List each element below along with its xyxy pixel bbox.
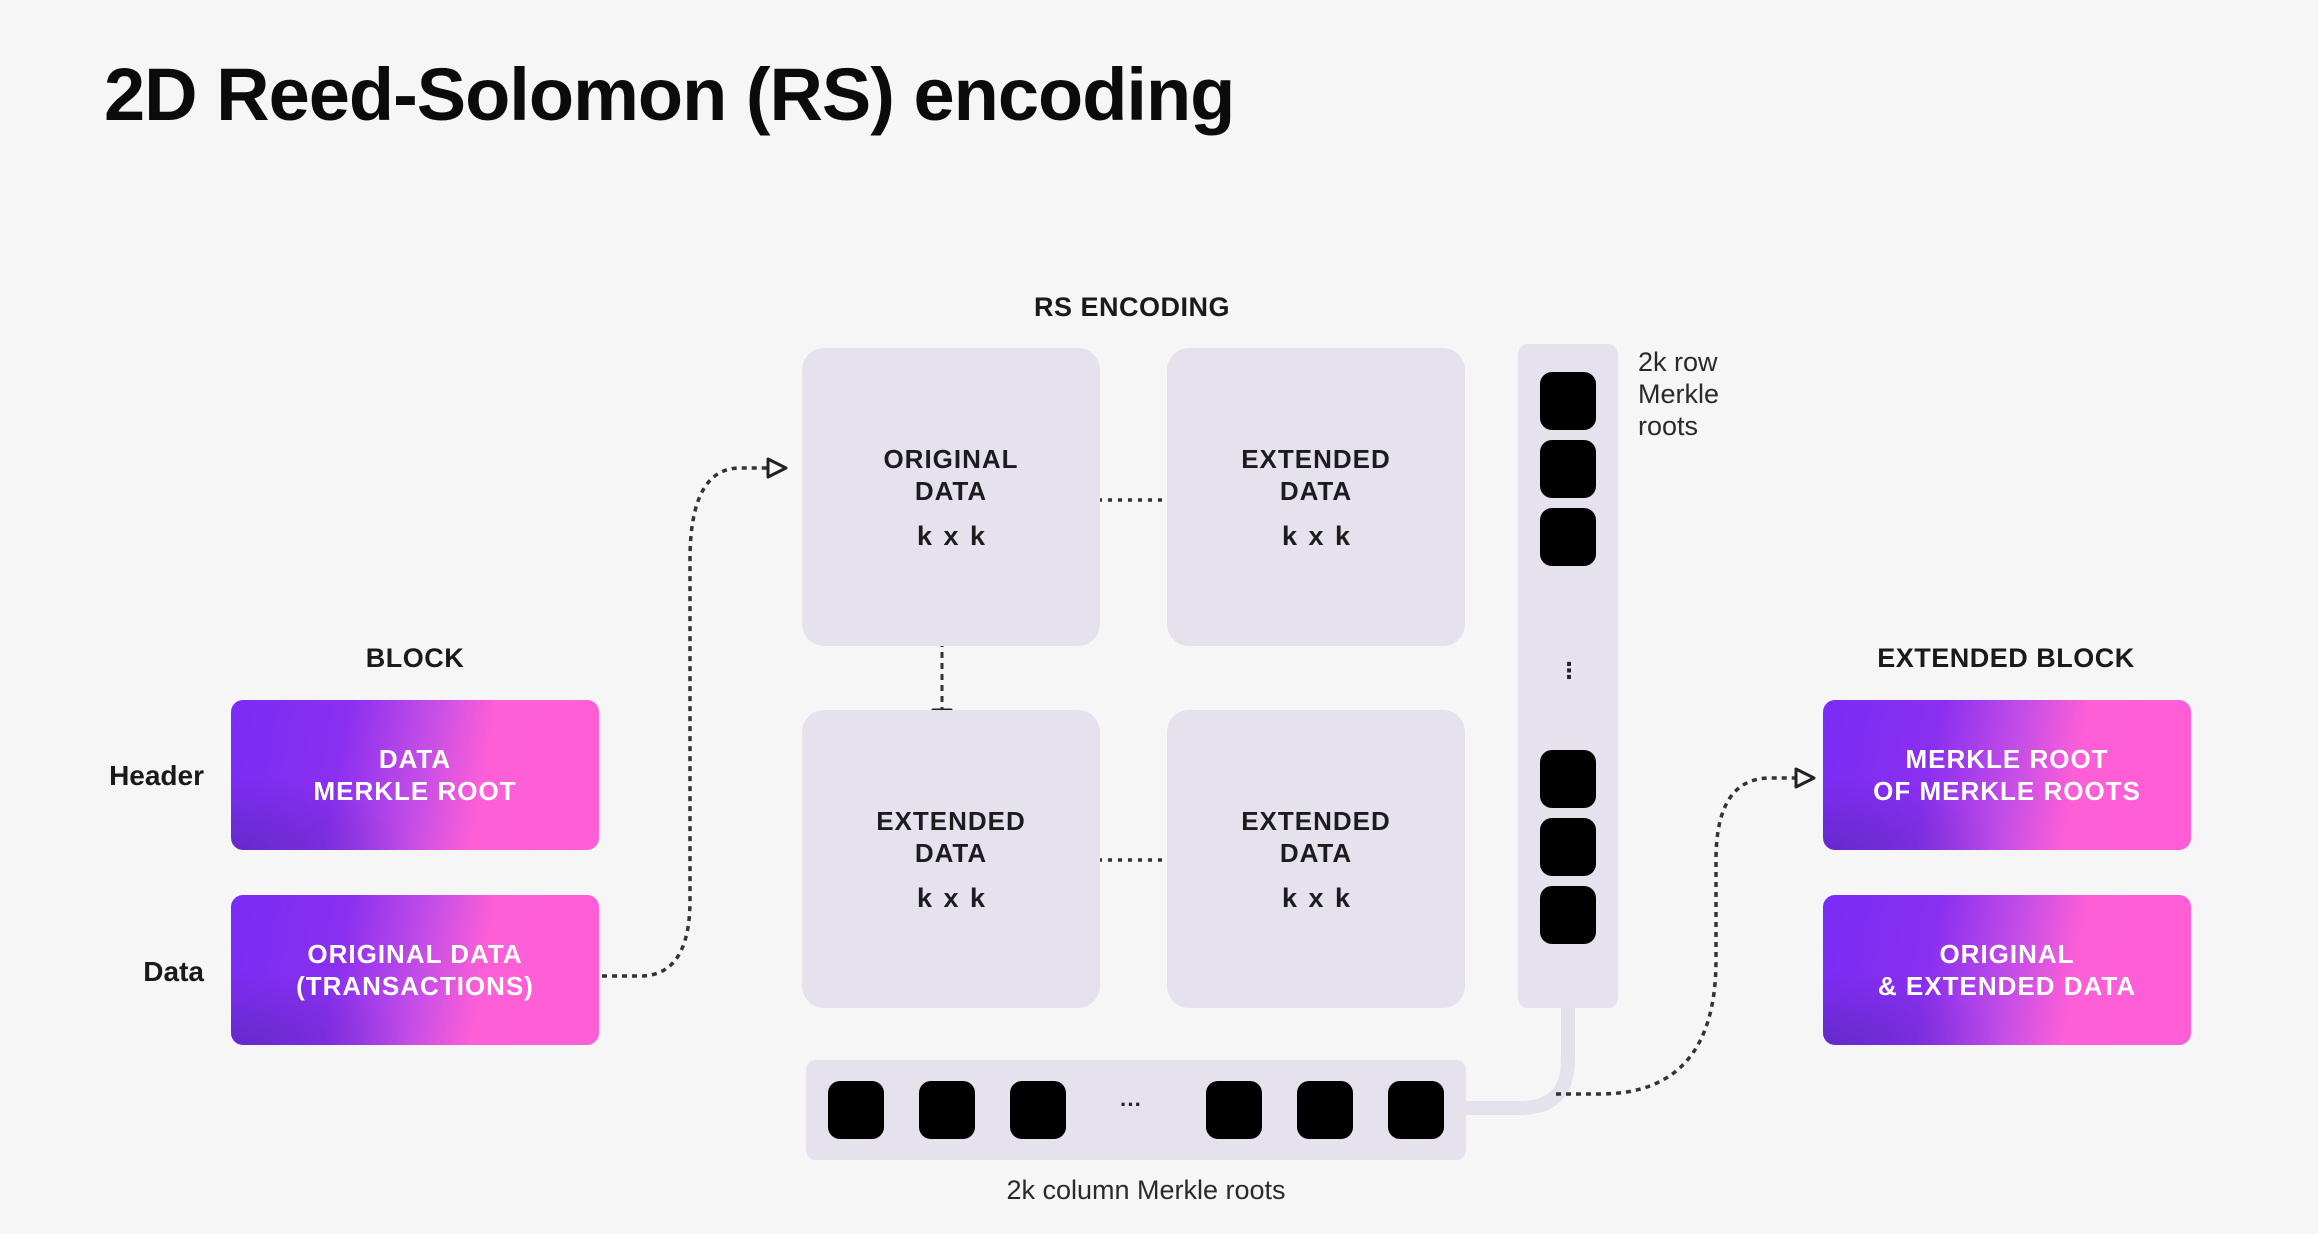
page-title: 2D Reed-Solomon (RS) encoding <box>104 53 1235 136</box>
column-root-square[interactable] <box>1010 1081 1066 1139</box>
merkle-root-of-merkle-roots-text: MERKLE ROOT OF MERKLE ROOTS <box>1873 744 2141 806</box>
data-merkle-root-box[interactable]: DATA MERKLE ROOT <box>231 700 599 850</box>
data-merkle-root-text: DATA MERKLE ROOT <box>313 744 517 806</box>
cell-title: ORIGINAL DATA <box>883 443 1019 506</box>
column-roots-ellipsis: ··· <box>1120 1092 1142 1117</box>
arrow-roots-to-extended-block <box>1556 767 1816 1096</box>
original-and-extended-data-text: ORIGINAL & EXTENDED DATA <box>1877 939 2137 1001</box>
row-root-square[interactable] <box>1540 818 1596 876</box>
row-root-square[interactable] <box>1540 440 1596 498</box>
cell-title: EXTENDED DATA <box>1241 443 1391 506</box>
arrow-block-to-rs <box>602 457 788 978</box>
extended-data-cell-bottom-left[interactable]: EXTENDED DATA k x k <box>802 710 1100 1008</box>
row-root-square[interactable] <box>1540 886 1596 944</box>
original-and-extended-data-box[interactable]: ORIGINAL & EXTENDED DATA <box>1823 895 2191 1045</box>
row-merkle-roots-caption: 2k row Merkle roots <box>1638 347 1720 441</box>
cell-title: EXTENDED DATA <box>1241 805 1391 868</box>
column-merkle-roots-caption: 2k column Merkle roots <box>1006 1175 1286 1205</box>
cell-dimension: k x k <box>1281 882 1351 913</box>
header-row-label: Header <box>109 760 204 791</box>
column-root-square[interactable] <box>919 1081 975 1139</box>
column-root-square[interactable] <box>1297 1081 1353 1139</box>
cell-dimension: k x k <box>916 520 986 551</box>
row-roots-ellipsis: ⋮ <box>1558 658 1580 683</box>
column-root-square[interactable] <box>828 1081 884 1139</box>
cell-dimension: k x k <box>916 882 986 913</box>
column-root-square[interactable] <box>1388 1081 1444 1139</box>
cell-dimension: k x k <box>1281 520 1351 551</box>
column-merkle-roots-strip: ··· <box>806 1060 1466 1160</box>
original-data-transactions-box[interactable]: ORIGINAL DATA (TRANSACTIONS) <box>231 895 599 1045</box>
row-root-square[interactable] <box>1540 750 1596 808</box>
extended-data-cell-top-right[interactable]: EXTENDED DATA k x k <box>1167 348 1465 646</box>
root-strip-joiner <box>1459 997 1575 1115</box>
row-root-square[interactable] <box>1540 508 1596 566</box>
data-row-label: Data <box>143 956 204 987</box>
cell-title: EXTENDED DATA <box>876 805 1026 868</box>
original-data-cell[interactable]: ORIGINAL DATA k x k <box>802 348 1100 646</box>
block-label: BLOCK <box>365 643 465 673</box>
row-merkle-roots-strip: ⋮ <box>1518 344 1618 1008</box>
extended-data-cell-bottom-right[interactable]: EXTENDED DATA k x k <box>1167 710 1465 1008</box>
original-data-transactions-text: ORIGINAL DATA (TRANSACTIONS) <box>296 939 534 1001</box>
column-root-square[interactable] <box>1206 1081 1262 1139</box>
row-root-square[interactable] <box>1540 372 1596 430</box>
rs-encoding-label: RS ENCODING <box>1033 292 1231 322</box>
extended-block-label: EXTENDED BLOCK <box>1877 643 2135 673</box>
merkle-root-of-merkle-roots-box[interactable]: MERKLE ROOT OF MERKLE ROOTS <box>1823 700 2191 850</box>
